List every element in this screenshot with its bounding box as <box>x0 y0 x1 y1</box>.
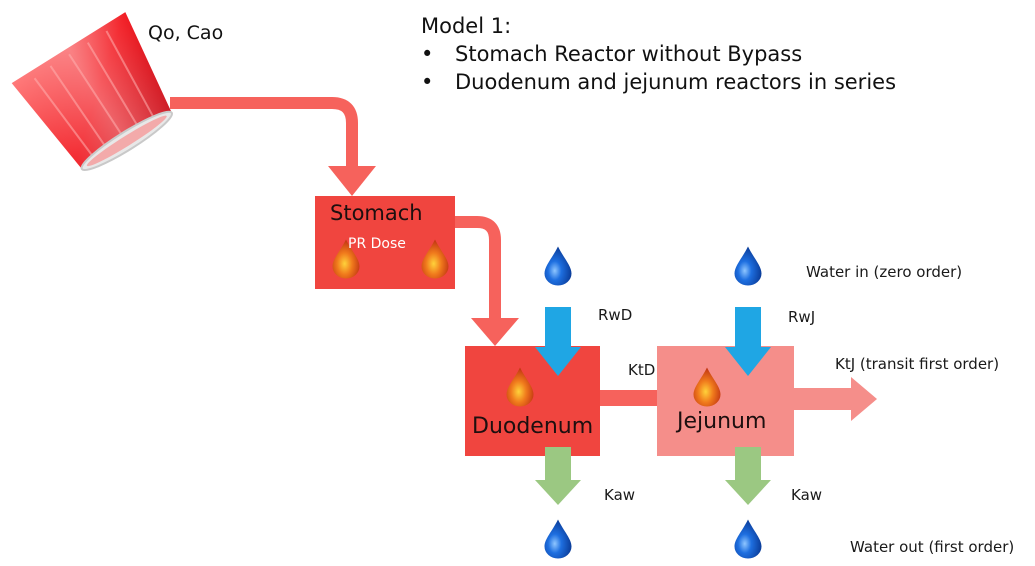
model-bullet: •Duodenum and jejunum reactors in series <box>421 70 897 94</box>
jejunum-reactor <box>657 346 794 456</box>
duodenum-label: Duodenum <box>472 414 594 439</box>
input-label: Qo, Cao <box>148 22 224 44</box>
pour-arrow-head <box>328 166 376 196</box>
kaw-jejunum-label: Kaw <box>791 486 823 504</box>
pour-arrow <box>170 97 358 172</box>
ktj-arrow-head <box>851 377 877 421</box>
rwd-label: RwD <box>598 306 633 324</box>
water-drop-icon <box>734 246 762 286</box>
water-out-arrow-duodenum <box>535 447 581 505</box>
model-bullet: •Stomach Reactor without Bypass <box>421 42 803 66</box>
water-in-arrow-jejunum <box>725 307 771 376</box>
duodenum-reactor <box>465 346 600 456</box>
kaw-duodenum-label: Kaw <box>604 486 636 504</box>
stomach-to-duodenum-arrow <box>455 216 501 322</box>
water-drop-icon <box>544 246 572 286</box>
water-in-arrow-duodenum <box>535 307 581 376</box>
water-in-label: Water in (zero order) <box>806 263 963 281</box>
ktd-label: KtD <box>628 361 656 379</box>
ktd-arrow-shaft <box>600 390 662 406</box>
stomach-label: Stomach <box>330 201 423 225</box>
pr-dose-label: PR Dose <box>348 236 406 252</box>
model-description: Model 1: •Stomach Reactor without Bypass… <box>421 14 896 94</box>
ktj-label: KtJ (transit first order) <box>835 355 1000 373</box>
model-title: Model 1: <box>421 14 512 38</box>
water-out-arrow-jejunum <box>725 447 771 505</box>
water-drop-icon <box>734 519 762 559</box>
jejunum-label: Jejunum <box>677 409 767 434</box>
water-drop-icon <box>544 519 572 559</box>
stomach-to-duodenum-arrow-head <box>471 318 519 346</box>
ktj-arrow-shaft <box>794 388 852 410</box>
rwj-label: RwJ <box>788 308 816 326</box>
water-out-label: Water out (first order) <box>850 538 1015 556</box>
cup-icon <box>11 12 173 171</box>
